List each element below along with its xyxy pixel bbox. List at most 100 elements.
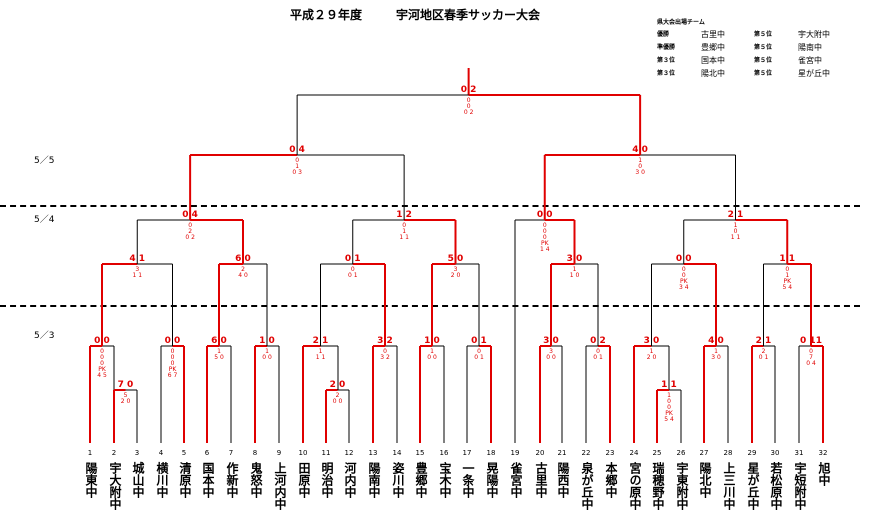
team-number: 17 — [462, 449, 472, 457]
team-name: 晃陽中 — [485, 462, 499, 498]
team-name: 宇短附中 — [793, 462, 807, 510]
match-period-scores: 1 0 0 — [427, 348, 437, 361]
team-number: 26 — [676, 449, 686, 457]
team-number: 29 — [747, 449, 757, 457]
qualifier-team: 星が丘中 — [798, 69, 830, 78]
team-number: 6 — [204, 449, 210, 457]
qualifier-row: 優勝古里中第５位宇大附中 — [657, 28, 867, 41]
qualifier-team: 雀宮中 — [798, 56, 822, 65]
team-name: 豊郷中 — [414, 462, 428, 498]
match-period-scores: 0 2 0 2 — [185, 222, 195, 241]
team-number: 16 — [439, 449, 449, 457]
match-period-scores: 1 1 0 — [569, 266, 580, 279]
team-number: 3 — [134, 449, 140, 457]
match-period-scores: 1 0 1 1 — [730, 222, 741, 241]
match-score: 1 1 — [779, 254, 796, 264]
day-divider — [0, 205, 860, 207]
qualifier-team: 豊郷中 — [701, 43, 725, 52]
team-number: 23 — [605, 449, 615, 457]
qualifier-row: 第３位国本中第５位雀宮中 — [657, 54, 867, 67]
team-number: 25 — [652, 449, 662, 457]
team-name: 瑞穂野中 — [651, 462, 665, 510]
match-score: 0 0 — [675, 254, 692, 264]
match-score: 1 0 — [259, 336, 275, 346]
team-name: 陽南中 — [367, 462, 381, 498]
qualifier-row: 第３位陽北中第５位星が丘中 — [657, 67, 867, 80]
match-score: 2 1 — [727, 210, 744, 220]
team-name: 鬼怒中 — [249, 462, 263, 498]
match-period-scores: 2 4 0 — [238, 266, 248, 279]
match-period-scores: 1 0 0 PK 5 4 — [664, 392, 674, 423]
team-name: 姿川中 — [391, 462, 405, 498]
match-period-scores: 1 2 0 — [646, 348, 657, 361]
match-score: 0 1 — [344, 254, 361, 264]
team-number: 1 — [87, 449, 93, 457]
team-number: 20 — [535, 449, 545, 457]
match-period-scores: 0 1 PK 5 4 — [782, 266, 793, 291]
qualifier-team: 陽北中 — [701, 69, 725, 78]
qualifier-team: 陽南中 — [798, 43, 822, 52]
team-name: 明治中 — [320, 462, 334, 498]
match-period-scores: 0 0 1 — [593, 348, 603, 361]
team-name: 陽東中 — [84, 462, 98, 498]
match-score: 2 1 — [312, 336, 329, 346]
match-period-scores: 0 0 1 — [347, 266, 358, 279]
team-name: 宝木中 — [438, 462, 452, 498]
team-name: 若松原中 — [769, 462, 783, 510]
match-period-scores: 0 0 PK 3 4 — [678, 266, 689, 291]
qualifier-team: 古里中 — [701, 30, 725, 39]
qualifier-rank: 第５位 — [754, 57, 773, 64]
team-number: 32 — [818, 449, 828, 457]
match-score: 2 1 — [755, 336, 772, 346]
match-score: 0 0 — [94, 336, 110, 346]
team-name: 旭中 — [817, 462, 831, 486]
team-number: 31 — [794, 449, 804, 457]
qualifier-rank: 第５位 — [754, 31, 773, 38]
team-name: 宇大附中 — [108, 462, 122, 510]
match-period-scores: 0 0 0 PK 6 7 — [167, 348, 178, 379]
match-score: 0 0 — [164, 336, 181, 346]
match-score: 1 1 — [661, 380, 677, 390]
match-score: 7 0 — [117, 380, 134, 390]
match-period-scores: 0 3 2 — [380, 348, 390, 361]
team-number: 22 — [581, 449, 591, 457]
match-period-scores: 1 5 0 — [214, 348, 224, 361]
match-period-scores: 3 2 0 — [450, 266, 461, 279]
team-name: 宇東附中 — [675, 462, 689, 510]
team-name: 清原中 — [178, 462, 192, 498]
team-number: 11 — [321, 449, 331, 457]
match-period-scores: 0 1 0 3 — [292, 157, 302, 176]
match-period-scores: 1 1 1 — [315, 348, 326, 361]
tournament-year: 平成２９年度 — [290, 8, 363, 22]
team-number: 12 — [344, 449, 354, 457]
match-period-scores: 0 7 0 4 — [806, 348, 816, 367]
qualifiers-table: 県大会出場チーム 優勝古里中第５位宇大附中 準優勝豊郷中第５位陽南中 第３位国本… — [657, 17, 867, 80]
team-number: 7 — [228, 449, 234, 457]
team-name: 宮の原中 — [628, 462, 642, 510]
match-period-scores: 3 0 0 — [546, 348, 556, 361]
team-name: 古里中 — [534, 462, 548, 498]
qualifier-rank: 第５位 — [754, 70, 773, 77]
team-number: 30 — [770, 449, 780, 457]
team-number: 18 — [486, 449, 496, 457]
match-score: 0 2 — [590, 336, 606, 346]
match-score: 0 11 — [800, 336, 822, 346]
date-label: 5／3 — [34, 331, 55, 341]
qualifier-row: 準優勝豊郷中第５位陽南中 — [657, 41, 867, 54]
match-period-scores: 2 0 1 — [758, 348, 769, 361]
team-number: 10 — [298, 449, 308, 457]
date-label: 5／5 — [34, 156, 55, 166]
page-title: 平成２９年度宇河地区春季サッカー大会 — [290, 6, 540, 23]
team-name: 雀宮中 — [509, 462, 523, 498]
team-name: 陽北中 — [698, 462, 712, 498]
team-name: 陽西中 — [556, 462, 570, 498]
match-score: 1 0 — [424, 336, 440, 346]
qualifier-rank: 第５位 — [754, 44, 773, 51]
match-period-scores: 0 0 0 2 — [463, 97, 474, 116]
match-score: 3 0 — [543, 336, 559, 346]
match-period-scores: 0 0 1 — [474, 348, 484, 361]
team-name: 田原中 — [297, 462, 311, 498]
team-name: 横川中 — [155, 462, 169, 498]
qualifier-team: 宇大附中 — [798, 30, 830, 39]
